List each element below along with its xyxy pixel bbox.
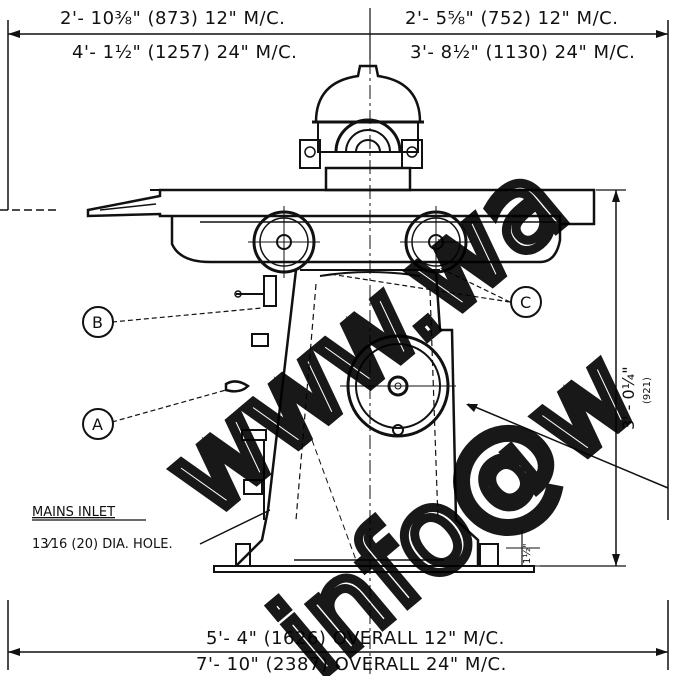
base-small-dimension: 1½" xyxy=(506,530,540,567)
side-controls xyxy=(224,275,277,520)
callout-leaders xyxy=(111,267,669,545)
dim-height: 3' - 0¼" xyxy=(619,366,638,430)
top-dimension-line xyxy=(7,8,669,520)
dim-base-small: 1½" xyxy=(521,543,533,564)
svg-text:C: C xyxy=(520,293,531,312)
dim-bottom-24: 7'- 10" (2387) OVERALL 24" M/C. xyxy=(196,654,507,675)
dim-top-left-24: 4'- 1½" (1257) 24" M/C. xyxy=(72,42,297,63)
svg-text:B: B xyxy=(92,313,103,332)
dim-bottom-12: 5'- 4" (1626) OVERALL 12" M/C. xyxy=(206,628,505,649)
mains-inlet-label: MAINS INLET xyxy=(32,505,115,520)
callout-b: B xyxy=(82,306,114,338)
height-dimension: 3' - 0¼" (921) xyxy=(540,189,653,567)
left-roller xyxy=(248,206,320,278)
handwheel xyxy=(340,334,456,438)
svg-text:A: A xyxy=(92,415,103,434)
dim-height-mm: (921) xyxy=(642,377,653,404)
dim-top-right-24: 3'- 8½" (1130) 24" M/C. xyxy=(410,42,635,63)
callout-a: A xyxy=(82,408,114,440)
bottom-dimension-line xyxy=(7,600,669,670)
pedestal-column xyxy=(213,269,535,573)
cutter-head-guard xyxy=(299,64,424,192)
hole-size-label: 13⁄16 (20) DIA. HOLE. xyxy=(32,537,173,552)
callout-c: C xyxy=(510,286,542,318)
dim-top-left-12: 2'- 10⅜" (873) 12" M/C. xyxy=(60,8,285,29)
dim-top-right-12: 2'- 5⅝" (752) 12" M/C. xyxy=(405,8,618,29)
